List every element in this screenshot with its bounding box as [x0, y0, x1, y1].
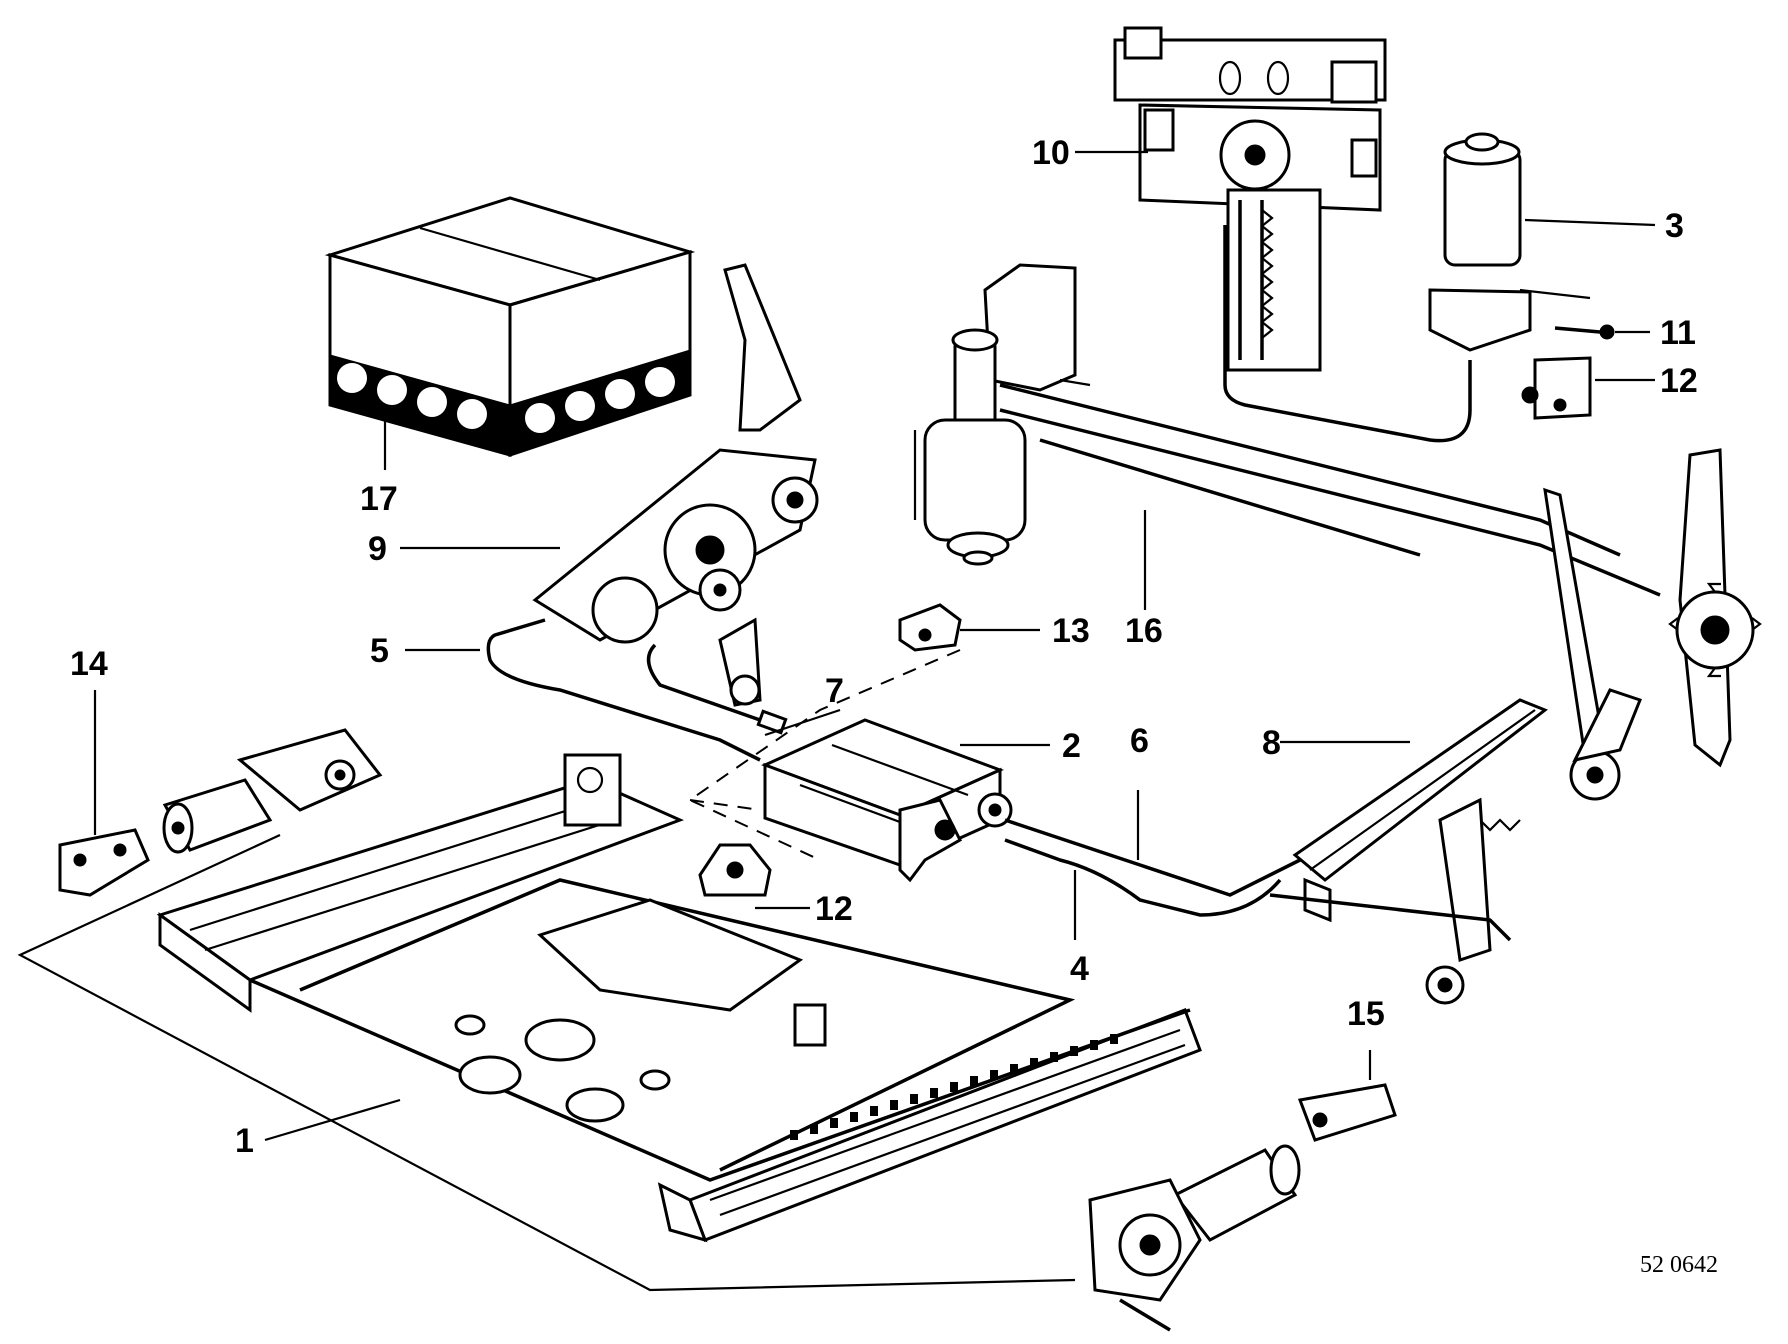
- callout-12: 12: [1660, 362, 1698, 400]
- height-motor-rear: [1088, 1144, 1301, 1332]
- right-side-frame: [1269, 688, 1642, 1005]
- control-unit-box: [324, 196, 696, 458]
- central-motor: [761, 718, 1013, 883]
- relay-13: [898, 603, 962, 652]
- left-recliner-gearmotor: [532, 263, 819, 707]
- callout-14: 14: [70, 645, 108, 683]
- flex-shafts: [486, 618, 1301, 917]
- callout-13: 13: [1052, 612, 1090, 650]
- callout-16: 16: [1125, 612, 1163, 650]
- relay-clip-lower: [698, 843, 772, 897]
- callout-5: 5: [370, 632, 389, 670]
- callout-7: 7: [825, 672, 844, 710]
- callout-10: 10: [1032, 134, 1070, 172]
- callout-labels: 1 2 3 4 5 6 7 8 9 10 11 12 12 13 14 15 1…: [70, 134, 1698, 1160]
- callout-3: 3: [1665, 207, 1684, 245]
- leader-lines: [93, 150, 1656, 1142]
- headrest-adjuster: [1113, 26, 1472, 443]
- backrest-crossbar: [913, 263, 1661, 597]
- callout-17: 17: [360, 480, 398, 518]
- callout-4: 4: [1070, 950, 1089, 988]
- callout-6: 6: [1130, 722, 1149, 760]
- callout-8: 8: [1262, 724, 1281, 762]
- figure-reference-number: 52 0642: [1640, 1252, 1718, 1278]
- right-recliner: [1543, 448, 1762, 793]
- seat-frame: [156, 753, 1202, 1243]
- callout-15: 15: [1347, 995, 1385, 1033]
- leader-dashed-lines: [687, 649, 961, 861]
- height-motor-front: [58, 728, 383, 897]
- relay-15: [1297, 1083, 1397, 1142]
- headrest-motor: [1428, 132, 1591, 352]
- relay-clip-upper: [1521, 356, 1592, 420]
- callout-1: 1: [235, 1122, 254, 1160]
- callout-9: 9: [368, 530, 387, 568]
- screw: [1554, 324, 1615, 340]
- callout-2: 2: [1062, 727, 1081, 765]
- bracket-lines: [17, 834, 1076, 1292]
- callout-12: 12: [815, 890, 853, 928]
- callout-11: 11: [1660, 314, 1696, 352]
